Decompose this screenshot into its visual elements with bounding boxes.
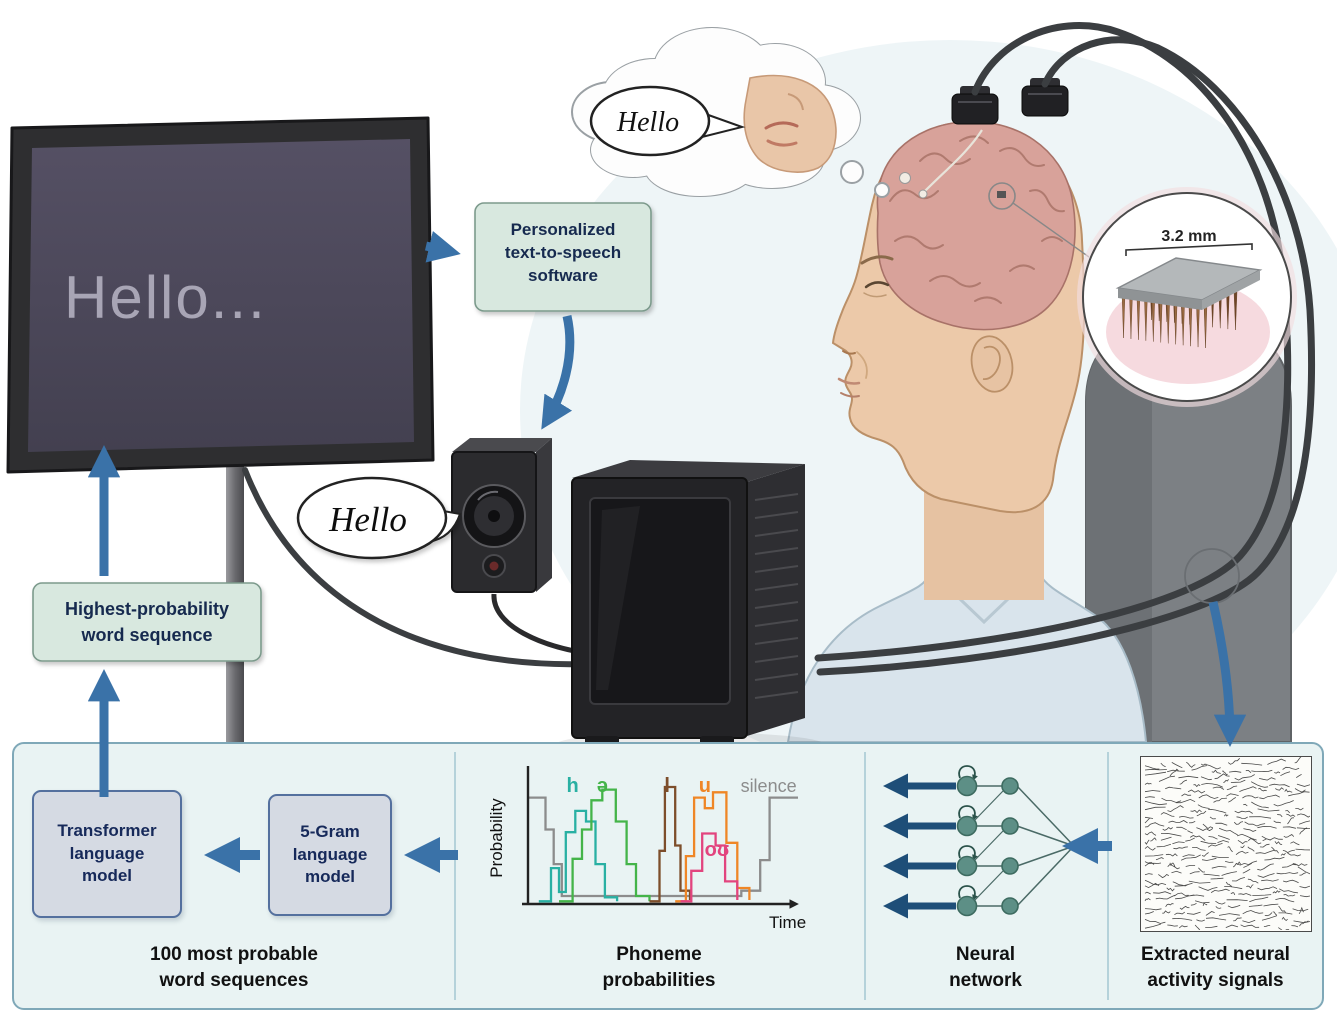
- nn-node: [956, 855, 978, 877]
- highest-prob-line: Highest-probability: [65, 599, 229, 619]
- series-silence: [528, 796, 798, 898]
- recurrent-loop-icon: [958, 885, 978, 901]
- tts-box-line: software: [528, 266, 598, 285]
- recurrent-loop-icon: [958, 845, 978, 861]
- highest-probability-box: Highest-probability word sequence: [32, 582, 262, 662]
- scalp-wire: [923, 129, 983, 193]
- recurrent-loop-icon: [958, 765, 978, 781]
- pipeline-panel: Transformer language model 5-Gram langua…: [12, 742, 1324, 1010]
- nn-node: [956, 815, 978, 837]
- pipeline-arrows: [203, 827, 1112, 873]
- speaker-bubble-text: Hello: [328, 500, 407, 539]
- model-box-line: model: [81, 866, 133, 886]
- thought-trail-bubble: [840, 160, 864, 184]
- inset-leader-line: [1012, 202, 1090, 258]
- arrow-tts-to-speaker: [541, 315, 575, 430]
- phoneme-label-l: l: [664, 775, 670, 797]
- monitor: Hello...: [6, 116, 435, 750]
- monitor-text: Hello...: [64, 264, 267, 331]
- exposed-brain: [876, 120, 1076, 331]
- monitor-cable: [242, 467, 588, 668]
- ear: [970, 335, 1014, 393]
- head-pedestal-connectors: [951, 78, 1069, 125]
- series-ə: [559, 788, 651, 903]
- model-box-line: language: [69, 843, 145, 863]
- caption-extracted-signals: Extracted neural activity signals: [1141, 944, 1290, 991]
- series-u: [675, 791, 751, 903]
- thought-cloud: Hello: [571, 27, 890, 198]
- thought-speech-bubble: Hello: [589, 85, 746, 157]
- transformer-model-box: Transformer language model: [32, 790, 182, 918]
- series-oʊ: [680, 832, 739, 903]
- five-gram-model-box: 5-Gram language model: [268, 794, 392, 916]
- implant-chip: [997, 191, 1006, 198]
- electrode-scale-label: 3.2 mm: [1161, 228, 1216, 245]
- nn-node: [1001, 817, 1019, 835]
- thought-bubble-text: Hello: [616, 107, 679, 138]
- nn-node: [1001, 857, 1019, 875]
- skull-marker-dot: [899, 172, 911, 184]
- model-box-line: model: [304, 867, 356, 887]
- scale-bracket: [1125, 243, 1253, 256]
- highest-prob-line: word sequence: [80, 625, 212, 645]
- neural-signals-plot: [1144, 755, 1320, 933]
- recurrent-loop-icon: [958, 805, 978, 821]
- nn-node: [1001, 777, 1019, 795]
- panel-divider: [454, 752, 456, 1000]
- electrode-array-inset: 3.2 mm: [1077, 187, 1297, 407]
- phoneme-series: [528, 785, 798, 903]
- nn-node: [956, 775, 978, 797]
- arrow-monitor-to-tts: [424, 230, 461, 263]
- caption-word-sequences: 100 most probable word sequences: [150, 944, 318, 991]
- series-l: [649, 785, 692, 903]
- x-axis-label: Time: [769, 913, 806, 932]
- nn-node: [956, 895, 978, 917]
- neural-network-diagram: [882, 765, 1075, 919]
- patient-head: [831, 120, 1086, 514]
- phoneme-label-silence: silence: [741, 776, 797, 796]
- thought-trail-bubble: [874, 182, 890, 198]
- skull-marker-dot: [918, 189, 928, 199]
- speaker-speech-bubble: Hello: [296, 476, 462, 560]
- phoneme-label-ə: ə: [597, 775, 608, 797]
- model-box-line: Transformer: [57, 820, 157, 840]
- tts-box-line: text-to-speech: [505, 243, 621, 262]
- neural-signals-box: [1140, 755, 1320, 933]
- imagined-mouth: [743, 74, 837, 173]
- phoneme-label-h: h: [566, 775, 578, 797]
- computer-tower: [555, 460, 825, 758]
- y-axis-label: Probability: [487, 798, 506, 878]
- monitor-screen: [28, 139, 414, 452]
- tts-software-box: Personalized text-to-speech software: [474, 202, 652, 312]
- model-box-line: language: [292, 844, 368, 864]
- phoneme-label-u: u: [699, 775, 711, 797]
- tts-box-line: Personalized: [511, 220, 616, 239]
- caption-phoneme-probabilities: Phoneme probabilities: [602, 944, 716, 991]
- panel-divider: [864, 752, 866, 1000]
- face-details: [837, 255, 894, 398]
- series-h: [538, 809, 619, 903]
- model-box-line: 5-Gram: [300, 821, 360, 841]
- implant-site-marker: [988, 182, 1016, 210]
- speaker: [451, 438, 601, 658]
- nn-node: [1001, 897, 1019, 915]
- panel-divider: [1107, 752, 1109, 1000]
- phoneme-label-oʊ: oʊ: [705, 839, 730, 861]
- caption-neural-network: Neural network: [949, 944, 1022, 991]
